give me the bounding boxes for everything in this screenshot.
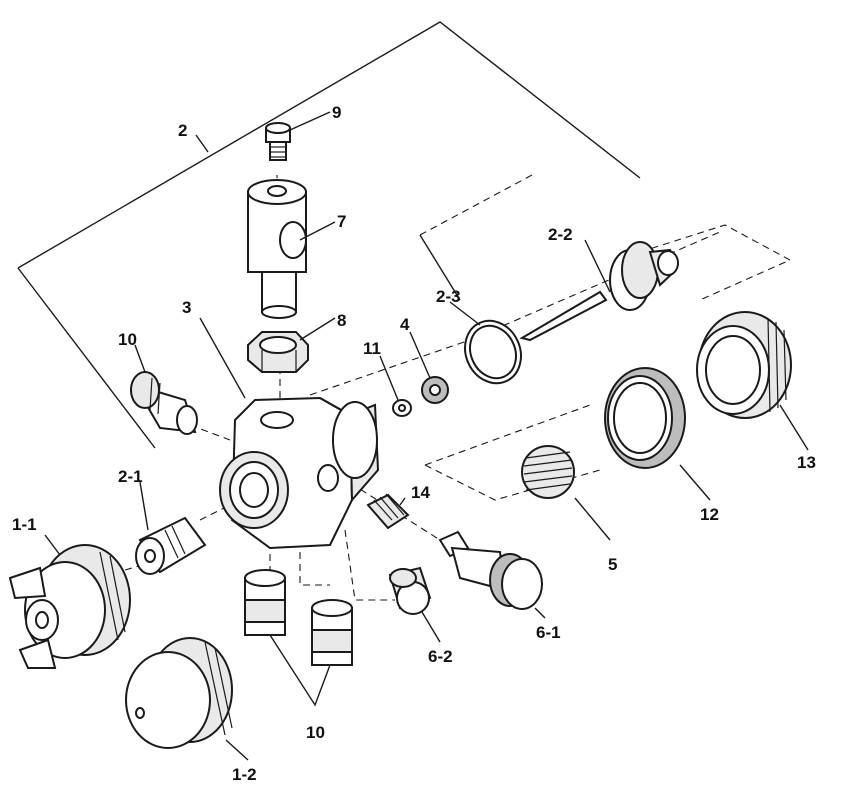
callout-2-1: 2-1 [118, 467, 143, 486]
callout-13: 13 [797, 453, 816, 472]
part-3-main-body [219, 396, 380, 550]
part-5-spring [521, 445, 575, 499]
part-10-fitting-bottom-right [311, 599, 353, 666]
part-6-2-plug [388, 566, 432, 615]
part-13-knurled-ring [696, 311, 792, 419]
part-6-1-knob [438, 530, 543, 610]
callout-8: 8 [337, 311, 346, 330]
part-9-cap-screw [265, 122, 291, 161]
part-2-2-needle-piston [519, 241, 679, 342]
assembly-bracket-2 [17, 21, 641, 449]
callout-10-bottom: 10 [306, 723, 325, 742]
callout-6-2: 6-2 [428, 647, 453, 666]
part-1-2-closed-cap [125, 637, 233, 749]
leader-lines [44, 111, 809, 761]
callout-12: 12 [700, 505, 719, 524]
callout-3: 3 [182, 298, 191, 317]
part-12-ring [604, 367, 686, 469]
part-8-hex-nut [247, 331, 309, 373]
callout-11: 11 [363, 339, 381, 358]
callout-2: 2 [178, 121, 187, 140]
part-10-fitting-top [130, 371, 198, 435]
callout-1-1: 1-1 [12, 515, 37, 534]
callout-14: 14 [411, 483, 430, 502]
part-14-small-spring [366, 493, 410, 530]
callout-2-3: 2-3 [436, 287, 461, 306]
callout-4: 4 [400, 315, 410, 334]
callout-7: 7 [337, 212, 346, 231]
part-2-3-o-ring [464, 319, 522, 385]
part-1-1-air-cap [8, 544, 131, 669]
part-4-ring [421, 376, 449, 404]
callout-6-1: 6-1 [536, 623, 561, 642]
part-11-washer [392, 399, 412, 417]
callout-2-2: 2-2 [548, 225, 573, 244]
part-10-fitting-bottom-left [244, 569, 286, 636]
callout-1-2: 1-2 [232, 765, 257, 784]
callout-9: 9 [332, 103, 341, 122]
part-7-cylinder [247, 179, 307, 319]
part-2-1-nozzle [135, 516, 207, 575]
subassembly-frame-2-2 [419, 174, 792, 301]
callout-5: 5 [608, 555, 617, 574]
callout-10-top: 10 [118, 330, 137, 349]
callout-labels: 9 2 7 2-2 3 8 2-3 10 11 4 13 2-1 1-1 14 … [12, 103, 816, 784]
